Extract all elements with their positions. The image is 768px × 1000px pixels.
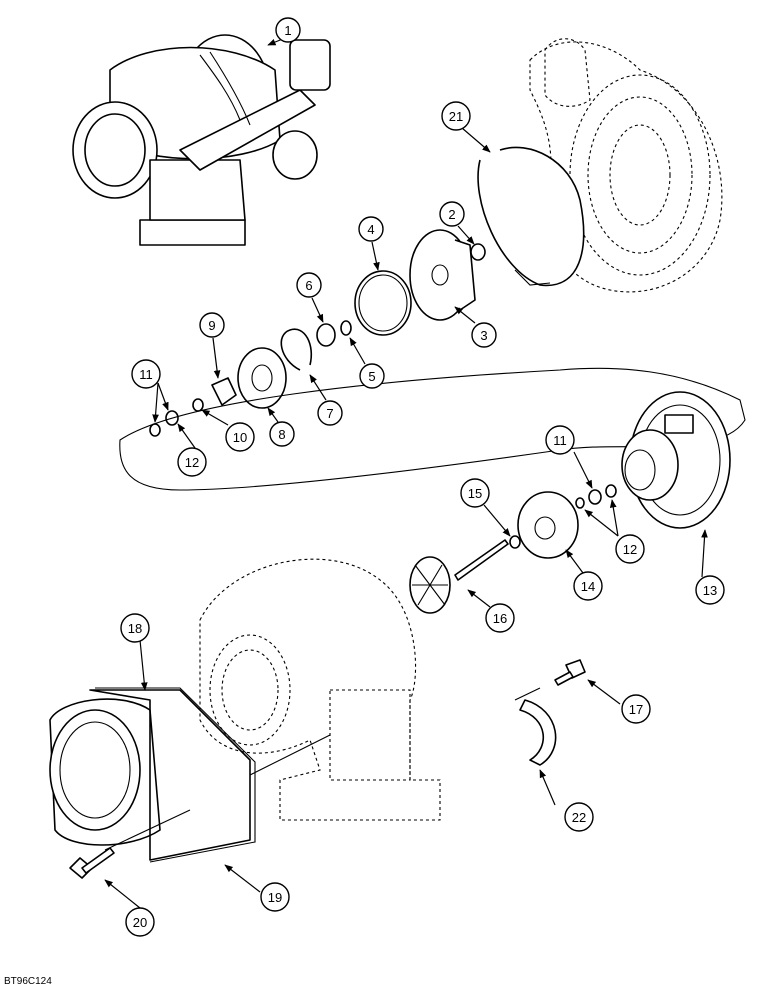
bolt-17 — [554, 659, 586, 686]
compressor-housing-outline — [529, 38, 723, 293]
ring-10 — [192, 398, 204, 412]
nut-2 — [470, 243, 486, 261]
callout-label: 7 — [326, 406, 333, 421]
callout-label: 12 — [623, 542, 637, 557]
center-housing-13 — [621, 391, 731, 529]
callout-6: 6 — [296, 272, 322, 298]
seal-ring-15 — [509, 535, 521, 549]
callout-17: 17 — [621, 694, 651, 724]
gasket-19 — [95, 687, 256, 863]
ring-12-lower-b — [575, 497, 585, 509]
callout-label: 22 — [572, 810, 586, 825]
callout-label: 16 — [493, 611, 507, 626]
callout-label: 1 — [284, 23, 291, 38]
callout-11-lower: 11 — [545, 425, 575, 455]
callout-10: 10 — [225, 422, 255, 452]
callout-label: 14 — [581, 579, 595, 594]
snap-ring-7 — [280, 328, 312, 371]
spacer-6 — [316, 323, 336, 347]
ring-11-lower — [588, 489, 602, 505]
callout-label: 8 — [278, 427, 285, 442]
turbocharger-assembly — [72, 34, 331, 246]
callout-label: 13 — [703, 583, 717, 598]
callout-12-upper: 11 — [131, 359, 161, 389]
callout-16: 16 — [485, 603, 515, 633]
callout-label: 10 — [233, 430, 247, 445]
callout-label: 21 — [449, 109, 463, 124]
callout-label: 6 — [305, 278, 312, 293]
exhaust-elbow-18 — [49, 689, 251, 861]
callout-1: 1 — [275, 17, 301, 43]
ring-12-lower — [605, 484, 617, 498]
callout-5: 5 — [359, 363, 385, 389]
callout-label: 11 — [553, 433, 567, 448]
callout-label: 5 — [368, 369, 375, 384]
ring-12-upper — [149, 423, 161, 437]
callout-9: 9 — [199, 312, 225, 338]
callout-19: 19 — [260, 882, 290, 912]
callout-7: 7 — [317, 400, 343, 426]
thrust-bearing-9 — [211, 377, 237, 406]
o-ring-4 — [354, 270, 412, 336]
retaining-ring-21 — [477, 146, 585, 287]
callout-15: 15 — [460, 478, 490, 508]
callout-22: 22 — [564, 802, 594, 832]
clamp-22 — [519, 699, 557, 766]
callout-label: 17 — [629, 702, 643, 717]
leader-lines — [104, 37, 708, 909]
callout-11-upper: 12 — [177, 447, 207, 477]
bolt-20 — [69, 847, 115, 879]
callout-12-lower: 12 — [615, 534, 645, 564]
compressor-wheel-3 — [409, 229, 476, 321]
callout-label: 3 — [480, 328, 487, 343]
callout-label: 19 — [268, 890, 282, 905]
callout-label: 9 — [208, 318, 215, 333]
callout-label: 12 — [185, 455, 199, 470]
callout-3: 3 — [471, 322, 497, 348]
callout-18: 18 — [120, 613, 150, 643]
insert-8 — [237, 347, 287, 409]
callout-21: 21 — [441, 101, 471, 131]
callout-label: 11 — [139, 367, 153, 382]
callout-20: 20 — [125, 907, 155, 937]
callout-2: 2 — [439, 201, 465, 227]
heat-shield-14 — [517, 491, 579, 559]
callout-label: 4 — [367, 222, 374, 237]
callout-14: 14 — [573, 571, 603, 601]
seal-ring-5 — [340, 320, 352, 336]
callout-label: 18 — [128, 621, 142, 636]
turbine-wheel-shaft-16 — [409, 539, 509, 614]
callout-13: 13 — [695, 575, 725, 605]
callout-label: 15 — [468, 486, 482, 501]
callout-8: 8 — [269, 421, 295, 447]
figure-code: BT96C124 — [4, 976, 52, 987]
callout-4: 4 — [358, 216, 384, 242]
callout-label: 2 — [448, 207, 455, 222]
callout-label: 20 — [133, 915, 147, 930]
